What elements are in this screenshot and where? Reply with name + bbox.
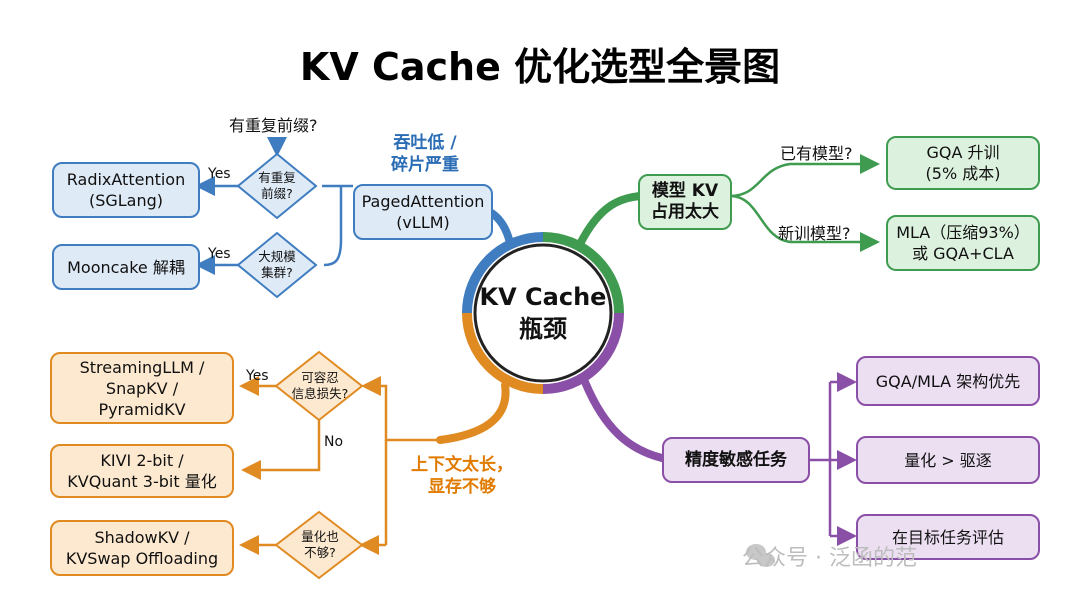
diamond-quant [274,510,364,580]
mla-node: MLA（压缩93%） 或 GQA+CLA [886,215,1040,271]
diamond-loss [274,350,364,422]
gqa-upgrade-node: GQA 升训 (5% 成本) [886,136,1040,190]
diamond-cluster-label: 大规模 集群? [258,249,296,280]
center-label: KV Cache 瓶颈 [479,283,607,343]
diamond-cluster [236,231,318,299]
center-ring [462,232,624,394]
diamond-loss-label: 可容忍 信息损失? [291,370,349,401]
diamond-prefix [236,152,318,220]
branch-note-paged: 吞吐低 / 碎片严重 [391,133,459,175]
radix-attention-node: RadixAttention (SGLang) [52,162,200,218]
quant-gt-evict-node: 量化 > 驱逐 [856,436,1040,484]
purple-connectors [810,372,857,546]
kivi-node: KIVI 2-bit / KVQuant 3-bit 量化 [50,444,234,498]
eval-task-node: 在目标任务评估 [856,514,1040,560]
existing-model-question: 已有模型? [780,144,853,163]
edge-label-no-loss: No [324,434,344,450]
new-model-question: 新训模型? [778,224,851,243]
paged-attention-node: PagedAttention (vLLM) [353,184,493,240]
wechat-icon [746,544,775,567]
blue-connectors [195,137,353,275]
branch-note-long-ctx: 上下文太长， 显存不够 [411,455,513,497]
branch-curve-green [576,192,644,248]
edge-label-yes-prefix: Yes [208,166,231,182]
branch-curve-purple [581,378,666,462]
edge-label-yes-cluster: Yes [208,246,231,262]
gqa-mla-first-node: GQA/MLA 架构优先 [856,356,1040,406]
prefix-question: 有重复前缀? [229,116,318,135]
mooncake-node: Mooncake 解耦 [52,244,200,290]
edge-label-yes-loss: Yes [246,368,269,384]
branch-curve-orange [436,381,510,444]
diamond-quant-label: 量化也 不够? [301,529,339,560]
diamond-prefix-label: 有重复 前缀? [258,170,296,201]
green-connectors [729,154,880,252]
page-title: KV Cache 优化选型全景图 [299,45,781,89]
orange-connectors [239,376,440,555]
streaming-node: StreamingLLM / SnapKV / PyramidKV [50,352,234,424]
branch-curve-blue [486,208,514,247]
watermark: 公众号 · 泛函的范 [742,546,917,571]
branch-node-kv-size: 模型 KV 占用太大 [638,174,732,230]
branch-node-precision: 精度敏感任务 [662,437,810,483]
shadow-node: ShadowKV / KVSwap Offloading [50,520,234,576]
